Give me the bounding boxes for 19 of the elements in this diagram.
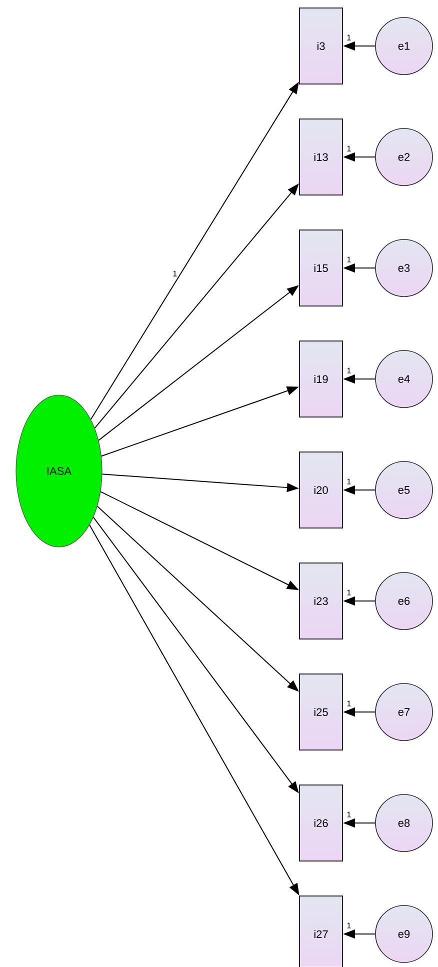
edge-label: 1	[347, 700, 351, 706]
observed-box: i25	[299, 674, 343, 750]
edge-label: 1	[347, 146, 351, 152]
edge-label: 1	[347, 590, 351, 596]
edge-label: 1	[347, 34, 351, 40]
observed-box: i13	[299, 118, 343, 196]
observed-box: i3	[299, 8, 343, 85]
observed-box: i20	[299, 452, 343, 528]
observed-box: i26	[299, 784, 343, 862]
edge-label: 1	[347, 256, 351, 262]
edge-label: 1	[347, 368, 351, 374]
observed-box: i15	[299, 230, 343, 306]
edge-label: 1	[347, 922, 351, 928]
observed-box: i27	[299, 896, 343, 967]
observed-box: i23	[299, 562, 343, 640]
edge-label: 1	[347, 812, 351, 818]
edge-label: 1	[173, 270, 177, 276]
observed-box: i19	[299, 340, 343, 418]
edge-label: 1	[347, 478, 351, 484]
